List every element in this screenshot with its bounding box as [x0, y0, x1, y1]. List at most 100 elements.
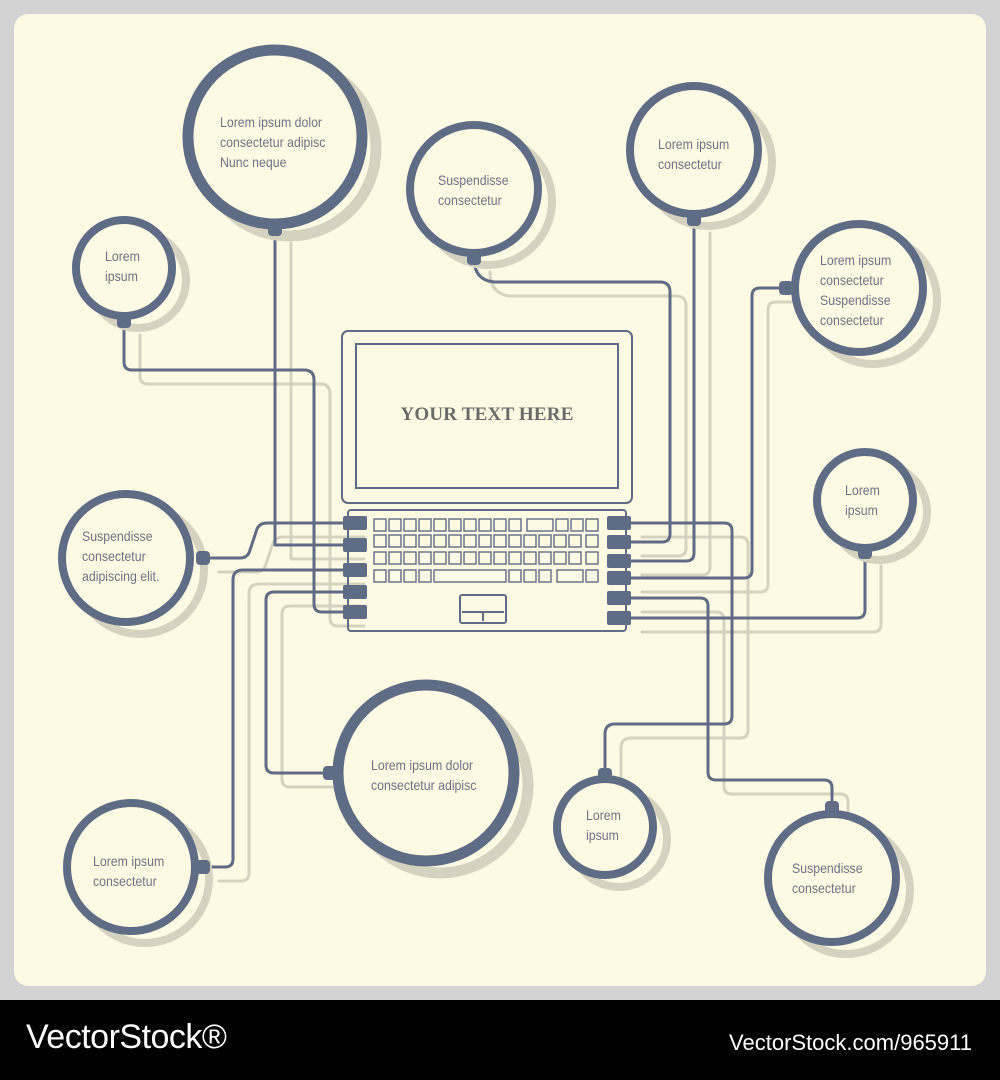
keyboard-key	[373, 569, 387, 583]
screen-text: YOUR TEXT HERE	[400, 404, 574, 425]
keyboard-key	[388, 551, 402, 565]
node-ring	[63, 799, 199, 935]
node-1	[182, 44, 382, 242]
connector-cable-3	[201, 521, 350, 560]
node-connector-plug	[196, 551, 210, 565]
laptop-screen	[355, 343, 619, 489]
node-label-line: Lorem	[586, 807, 621, 823]
connector-shadow-6	[488, 270, 688, 558]
keyboard-key	[508, 534, 522, 548]
keyboard-key	[418, 518, 432, 532]
connector-cable-6	[472, 256, 672, 544]
node-2	[406, 121, 556, 269]
node-label-line: Suspendisse	[792, 860, 863, 876]
node-connector-plug	[598, 768, 612, 782]
keyboard-key	[388, 534, 402, 548]
node-label-line: consectetur	[820, 312, 884, 328]
keyboard-key	[478, 551, 492, 565]
node-9	[63, 799, 213, 947]
keyboard-key	[433, 569, 507, 583]
node-label-line: Suspendisse	[82, 528, 153, 544]
connector-cable-9	[603, 521, 734, 777]
keyboard-key	[523, 534, 537, 548]
connector-cable-1	[273, 227, 350, 547]
connector-cable-11	[624, 596, 834, 810]
keyboard-key	[526, 518, 554, 532]
keyboard-key	[568, 551, 582, 565]
keyboard-key	[448, 534, 462, 548]
port-plug-right	[607, 591, 631, 605]
connector-cable-10	[624, 550, 867, 620]
connector-shadow-11	[640, 610, 850, 824]
connector-shadow-5	[280, 604, 366, 789]
node-connector-plug	[467, 251, 481, 265]
connector-cable-4	[201, 568, 350, 869]
keyboard-key	[493, 551, 507, 565]
keyboard-key	[493, 518, 507, 532]
node-4	[72, 216, 190, 332]
node-connector-plug	[825, 801, 839, 815]
node-label-line: consectetur	[93, 873, 157, 889]
keyboard-key	[463, 534, 477, 548]
keyboard-key	[373, 518, 387, 532]
connector-shadow-1	[289, 241, 366, 561]
port-plug-left	[343, 538, 367, 552]
port-plug-left	[343, 516, 367, 530]
node-11-label: Suspendisse consectetur	[792, 858, 863, 898]
port-plug-left	[343, 563, 367, 577]
keyboard-key	[585, 569, 599, 583]
node-3	[626, 82, 776, 230]
connector-shadow-7	[640, 231, 712, 577]
keyboard-key	[418, 551, 432, 565]
keyboard-key	[553, 551, 567, 565]
node-label-line: Lorem ipsum	[820, 252, 892, 268]
keyboard-key	[373, 534, 387, 548]
port-plug-right	[607, 516, 631, 530]
port-plug-right	[607, 554, 631, 568]
connector-shadow-2	[138, 333, 366, 628]
keyboard-key	[508, 569, 522, 583]
keyboard-key	[448, 518, 462, 532]
port-plug-right	[607, 571, 631, 585]
node-10	[553, 768, 671, 891]
node-ring	[332, 679, 520, 867]
node-8	[323, 679, 534, 879]
keyboard-key	[373, 551, 387, 565]
keyboard-key	[433, 518, 447, 532]
connector-shadow-10	[640, 564, 883, 634]
node-label-line: consectetur adipisc	[371, 777, 477, 793]
node-9-label: Lorem ipsum consectetur	[93, 851, 164, 891]
keyboard-key	[585, 518, 599, 532]
node-label-line: consectetur	[792, 880, 856, 896]
keyboard-key	[433, 534, 447, 548]
keyboard-key	[508, 518, 522, 532]
node-connector-plug	[779, 281, 793, 295]
keyboard-key	[538, 534, 552, 548]
node-connector-plug	[117, 314, 131, 328]
touchpad	[459, 594, 507, 624]
keyboard-key	[523, 569, 537, 583]
node-label-line: ipsum	[845, 502, 878, 518]
node-7-label: Lorem ipsum	[845, 480, 880, 520]
laptop-ports	[343, 516, 631, 625]
keyboard-key	[555, 518, 569, 532]
node-label-line: Lorem ipsum	[93, 853, 165, 869]
node-connector-plug	[858, 545, 872, 559]
keyboard-key	[523, 551, 537, 565]
node-label-line: Lorem	[845, 482, 880, 498]
keyboard-key	[418, 534, 432, 548]
keyboard-key	[433, 551, 447, 565]
node-label-line: Lorem	[105, 248, 140, 264]
laptop-icon	[341, 330, 633, 632]
keyboard-key	[403, 518, 417, 532]
connector-cable-8	[624, 286, 788, 580]
node-label-line: Lorem ipsum dolor	[220, 114, 323, 130]
keyboard-key	[403, 534, 417, 548]
node-6	[58, 490, 210, 638]
keyboard-key	[553, 534, 567, 548]
